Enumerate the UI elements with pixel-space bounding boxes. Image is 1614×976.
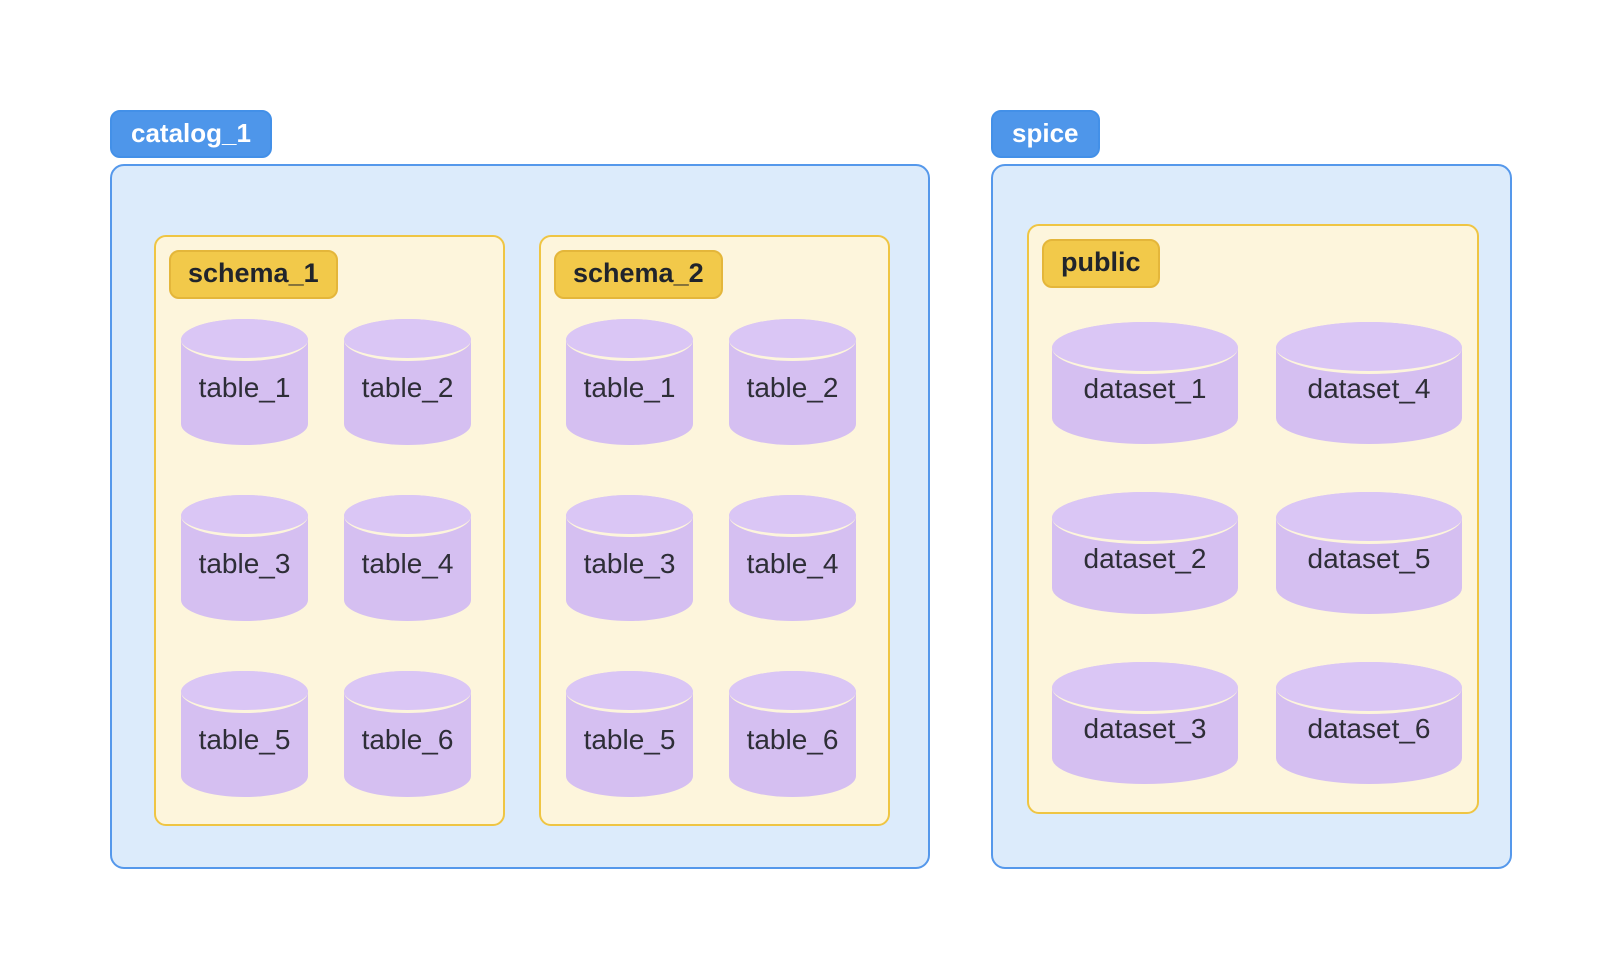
table-label: table_6 <box>361 724 454 755</box>
dataset-cylinder: dataset_5 <box>1276 492 1462 614</box>
catalog-badge: catalog_1 <box>110 110 272 158</box>
dataset-label: dataset_6 <box>1307 713 1431 744</box>
table-cylinder: table_2 <box>729 319 856 445</box>
dataset-cylinder: dataset_6 <box>1276 662 1462 784</box>
dataset-label: dataset_3 <box>1083 713 1207 744</box>
table-label: table_1 <box>583 372 676 403</box>
table-cylinder: table_2 <box>344 319 471 445</box>
table-label: table_5 <box>198 724 291 755</box>
spice-badge: spice <box>991 110 1100 158</box>
table-cylinder: table_4 <box>729 495 856 621</box>
dataset-label: dataset_5 <box>1307 543 1431 574</box>
table-cylinder: table_4 <box>344 495 471 621</box>
table-cylinder: table_1 <box>181 319 308 445</box>
schema-1-box: schema_1 table_1 table_2 table_3 table_4… <box>154 235 505 826</box>
dataset-cylinder: dataset_3 <box>1052 662 1238 784</box>
public-dataset-grid: dataset_1 dataset_4 dataset_2 dataset_5 … <box>1052 322 1462 784</box>
dataset-cylinder: dataset_1 <box>1052 322 1238 444</box>
table-label: table_5 <box>583 724 676 755</box>
table-label: table_2 <box>746 372 839 403</box>
table-label: table_6 <box>746 724 839 755</box>
table-cylinder: table_6 <box>729 671 856 797</box>
dataset-cylinder: dataset_2 <box>1052 492 1238 614</box>
table-label: table_4 <box>361 548 454 579</box>
spice-container: public dataset_1 dataset_4 dataset_2 dat… <box>991 164 1512 869</box>
schema-2-box: schema_2 table_1 table_2 table_3 table_4… <box>539 235 890 826</box>
table-label: table_2 <box>361 372 454 403</box>
schema-2-badge: schema_2 <box>554 250 723 299</box>
dataset-label: dataset_1 <box>1083 373 1207 404</box>
public-badge: public <box>1042 239 1160 288</box>
dataset-label: dataset_2 <box>1083 543 1207 574</box>
public-box: public dataset_1 dataset_4 dataset_2 dat… <box>1027 224 1479 814</box>
schema-2-table-grid: table_1 table_2 table_3 table_4 table_5 … <box>566 319 856 797</box>
table-cylinder: table_5 <box>566 671 693 797</box>
table-cylinder: table_6 <box>344 671 471 797</box>
dataset-label: dataset_4 <box>1307 373 1431 404</box>
dataset-cylinder: dataset_4 <box>1276 322 1462 444</box>
table-cylinder: table_3 <box>181 495 308 621</box>
table-label: table_3 <box>583 548 676 579</box>
table-cylinder: table_1 <box>566 319 693 445</box>
table-label: table_3 <box>198 548 291 579</box>
table-cylinder: table_3 <box>566 495 693 621</box>
table-label: table_4 <box>746 548 839 579</box>
table-label: table_1 <box>198 372 291 403</box>
catalog-container: schema_1 table_1 table_2 table_3 table_4… <box>110 164 930 869</box>
schema-1-badge: schema_1 <box>169 250 338 299</box>
table-cylinder: table_5 <box>181 671 308 797</box>
schema-1-table-grid: table_1 table_2 table_3 table_4 table_5 … <box>181 319 471 797</box>
